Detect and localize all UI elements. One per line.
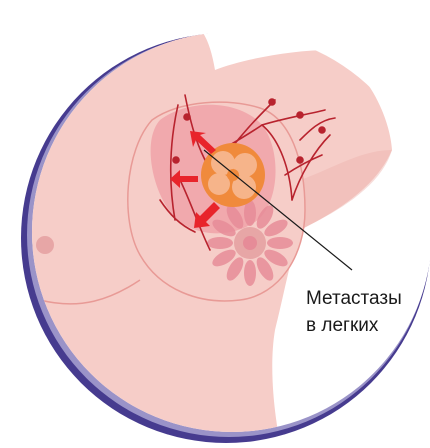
gland-lobe xyxy=(207,237,233,249)
gland-lobe xyxy=(244,260,256,286)
nipple-left xyxy=(36,236,54,254)
callout-label-line-2: в легких xyxy=(306,313,378,339)
callout-label-line-1: Метастазы xyxy=(306,286,402,312)
gland-lobe xyxy=(267,237,293,249)
